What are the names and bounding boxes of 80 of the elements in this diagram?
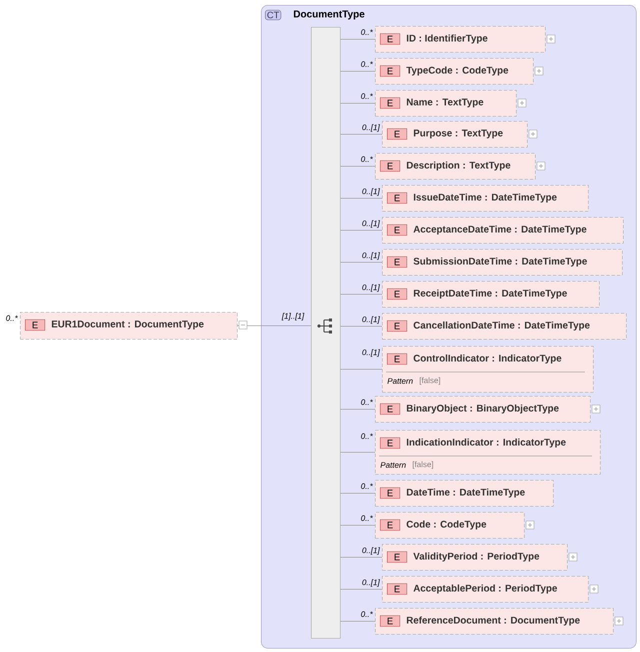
element-badge: E bbox=[387, 320, 408, 332]
element-badge: E bbox=[387, 551, 408, 563]
element-box: E CancellationDateTime : DateTimeType bbox=[382, 313, 627, 340]
cardinality-label: 0..* bbox=[361, 156, 373, 162]
element-badge: E bbox=[380, 403, 400, 415]
connector bbox=[340, 39, 376, 40]
cardinality-label: 0..* bbox=[361, 61, 373, 67]
connector bbox=[340, 525, 376, 526]
sequence-bar bbox=[311, 27, 341, 639]
type-badge: CT bbox=[265, 10, 282, 20]
cardinality-label: 0..* bbox=[361, 93, 373, 99]
element-badge: E bbox=[387, 288, 408, 300]
cardinality-label: 0..[1] bbox=[362, 220, 380, 228]
cardinality-label: 0..* bbox=[361, 29, 373, 35]
element-box: E SubmissionDateTime : DateTimeType bbox=[382, 249, 623, 276]
connector bbox=[340, 262, 382, 263]
facet-value: [false] bbox=[412, 461, 434, 469]
connector bbox=[340, 71, 376, 72]
connector bbox=[340, 589, 382, 590]
element-badge: E bbox=[380, 33, 400, 45]
element-box: E BinaryObject : BinaryObjectType bbox=[375, 396, 591, 423]
element-box: E TypeCode : CodeType bbox=[375, 58, 534, 85]
element-box: E ID : IdentifierType bbox=[375, 26, 546, 53]
element-box: E IssueDateTime : DateTimeType bbox=[382, 185, 589, 212]
edge-label: [1]..[1] bbox=[282, 312, 304, 320]
cardinality-label: 0..[1] bbox=[362, 316, 380, 324]
element-box: E AcceptanceDateTime : DateTimeType bbox=[382, 217, 624, 244]
element-box: E Description : TextType bbox=[375, 153, 536, 180]
connector bbox=[340, 557, 382, 558]
element-badge: E bbox=[380, 65, 400, 77]
connector bbox=[340, 134, 382, 135]
element-badge: E bbox=[387, 224, 408, 236]
facet-value: [false] bbox=[420, 377, 440, 385]
element-box: E Name : TextType bbox=[375, 90, 517, 117]
cardinality-label: 0..[1] bbox=[362, 349, 380, 357]
element-badge: E bbox=[380, 160, 400, 172]
cardinality-label: 0..[1] bbox=[362, 579, 380, 587]
element-box: E DateTime : DateTimeType bbox=[375, 480, 554, 507]
connector bbox=[340, 452, 376, 453]
facet-name: Pattern bbox=[380, 462, 406, 468]
connector bbox=[340, 621, 376, 622]
facet-name: Pattern bbox=[388, 378, 413, 384]
element-badge: E bbox=[387, 192, 408, 204]
cardinality-label: 0..* bbox=[361, 515, 373, 521]
connector bbox=[340, 369, 382, 370]
connector bbox=[340, 198, 382, 199]
element-badge: E bbox=[380, 519, 400, 531]
connector bbox=[340, 326, 382, 327]
element-box: E Purpose : TextType bbox=[382, 121, 528, 148]
element-badge: E bbox=[387, 353, 408, 365]
element-badge: E bbox=[380, 97, 400, 109]
cardinality-label: 0..[1] bbox=[362, 547, 380, 555]
element-box: E AcceptablePeriod : PeriodType bbox=[382, 576, 589, 603]
element-badge: E bbox=[380, 615, 400, 627]
connector bbox=[340, 103, 376, 104]
cardinality-label: 0..[1] bbox=[362, 252, 380, 260]
element-box: E Code : CodeType bbox=[375, 512, 525, 539]
element-badge: E bbox=[387, 128, 408, 140]
cardinality-label: 0..* bbox=[361, 433, 373, 439]
element-badge: E bbox=[380, 487, 400, 499]
cardinality-label: 0..* bbox=[6, 315, 18, 321]
element-badge: E bbox=[380, 437, 400, 449]
element-badge: E bbox=[387, 256, 408, 268]
element-box: E ReceiptDateTime : DateTimeType bbox=[382, 281, 600, 308]
element-box: E EUR1Document : DocumentType bbox=[20, 312, 238, 340]
connector bbox=[340, 166, 376, 167]
connector bbox=[340, 493, 376, 494]
element-badge: E bbox=[25, 319, 46, 331]
connector bbox=[340, 230, 382, 231]
connector bbox=[340, 409, 376, 410]
cardinality-label: 0..* bbox=[361, 483, 373, 489]
element-box: E ValidityPeriod : PeriodType bbox=[382, 544, 568, 571]
cardinality-label: 0..[1] bbox=[362, 188, 380, 196]
cardinality-label: 0..[1] bbox=[362, 124, 380, 132]
element-box: E ReferenceDocument : DocumentType bbox=[375, 608, 614, 635]
cardinality-label: 0..* bbox=[361, 399, 373, 405]
connector bbox=[340, 294, 382, 295]
cardinality-label: 0..* bbox=[361, 611, 373, 617]
cardinality-label: 0..[1] bbox=[362, 284, 380, 292]
element-badge: E bbox=[387, 583, 408, 595]
